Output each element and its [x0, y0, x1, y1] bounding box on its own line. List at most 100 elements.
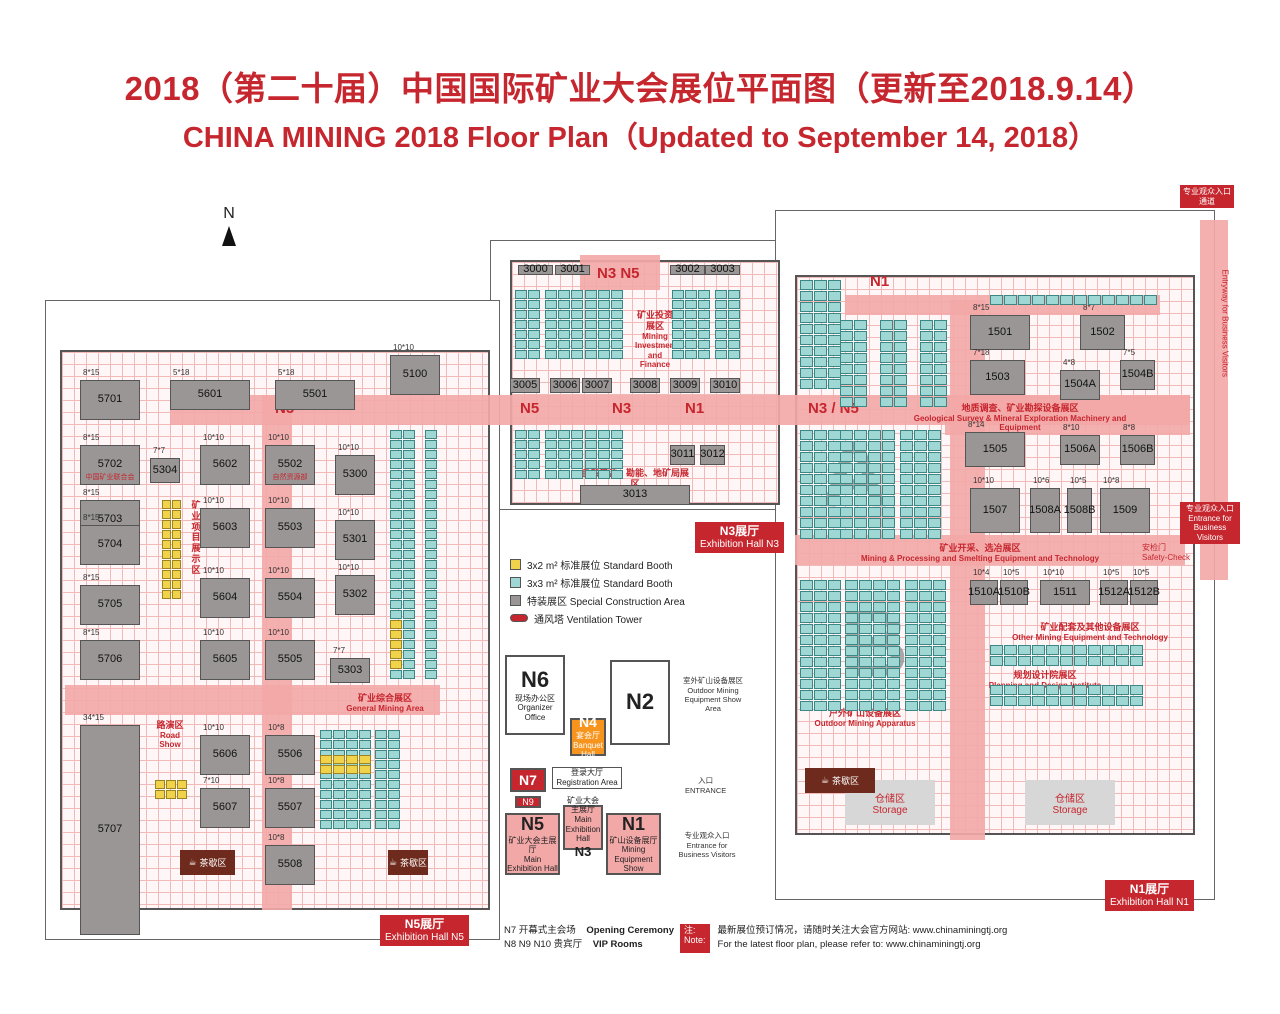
- standard-booth[interactable]: [928, 441, 941, 451]
- standard-booth[interactable]: [882, 430, 895, 440]
- standard-booth[interactable]: [840, 430, 853, 440]
- standard-booth[interactable]: [375, 770, 387, 779]
- standard-booth[interactable]: [425, 550, 437, 559]
- standard-booth[interactable]: [854, 518, 867, 528]
- standard-booth[interactable]: [1004, 295, 1017, 305]
- standard-booth[interactable]: [685, 290, 697, 299]
- standard-booth[interactable]: [859, 602, 872, 612]
- booth-3006[interactable]: 3006: [550, 378, 580, 393]
- standard-booth[interactable]: [990, 685, 1003, 695]
- standard-booth[interactable]: [900, 485, 913, 495]
- standard-booth[interactable]: [814, 324, 827, 334]
- standard-booth[interactable]: [390, 630, 402, 639]
- standard-booth[interactable]: [1004, 685, 1017, 695]
- standard-booth[interactable]: [346, 740, 358, 749]
- standard-booth[interactable]: [403, 450, 415, 459]
- standard-booth[interactable]: [390, 620, 402, 629]
- standard-booth[interactable]: [425, 580, 437, 589]
- standard-booth[interactable]: [333, 755, 345, 764]
- standard-booth[interactable]: [814, 518, 827, 528]
- standard-booth[interactable]: [390, 570, 402, 579]
- standard-booth[interactable]: [840, 463, 853, 473]
- standard-booth[interactable]: [388, 780, 400, 789]
- standard-booth[interactable]: [598, 350, 610, 359]
- standard-booth[interactable]: [346, 790, 358, 799]
- standard-booth[interactable]: [887, 624, 900, 634]
- standard-booth[interactable]: [868, 452, 881, 462]
- booth-3002[interactable]: 3002: [670, 264, 705, 275]
- standard-booth[interactable]: [905, 624, 918, 634]
- standard-booth[interactable]: [390, 480, 402, 489]
- standard-booth[interactable]: [928, 485, 941, 495]
- standard-booth[interactable]: [571, 430, 583, 439]
- standard-booth[interactable]: [900, 507, 913, 517]
- standard-booth[interactable]: [320, 800, 332, 809]
- standard-booth[interactable]: [320, 765, 332, 774]
- standard-booth[interactable]: [880, 364, 893, 374]
- standard-booth[interactable]: [1074, 645, 1087, 655]
- standard-booth[interactable]: [375, 740, 387, 749]
- standard-booth[interactable]: [854, 463, 867, 473]
- standard-booth[interactable]: [920, 397, 933, 407]
- standard-booth[interactable]: [800, 580, 813, 590]
- standard-booth[interactable]: [585, 300, 597, 309]
- standard-booth[interactable]: [880, 386, 893, 396]
- standard-booth[interactable]: [172, 550, 181, 559]
- standard-booth[interactable]: [814, 646, 827, 656]
- standard-booth[interactable]: [571, 460, 583, 469]
- standard-booth[interactable]: [359, 800, 371, 809]
- standard-booth[interactable]: [672, 320, 684, 329]
- standard-booth[interactable]: [905, 657, 918, 667]
- standard-booth[interactable]: [1116, 656, 1129, 666]
- standard-booth[interactable]: [571, 330, 583, 339]
- standard-booth[interactable]: [1088, 696, 1101, 706]
- standard-booth[interactable]: [919, 701, 932, 711]
- standard-booth[interactable]: [905, 679, 918, 689]
- standard-booth[interactable]: [814, 291, 827, 301]
- standard-booth[interactable]: [390, 640, 402, 649]
- standard-booth[interactable]: [390, 510, 402, 519]
- booth-3009[interactable]: 3009: [670, 378, 700, 393]
- standard-booth[interactable]: [425, 440, 437, 449]
- standard-booth[interactable]: [800, 529, 813, 539]
- standard-booth[interactable]: [359, 780, 371, 789]
- standard-booth[interactable]: [545, 290, 557, 299]
- standard-booth[interactable]: [403, 520, 415, 529]
- standard-booth[interactable]: [390, 580, 402, 589]
- standard-booth[interactable]: [882, 452, 895, 462]
- standard-booth[interactable]: [425, 520, 437, 529]
- standard-booth[interactable]: [359, 790, 371, 799]
- standard-booth[interactable]: [172, 530, 181, 539]
- standard-booth[interactable]: [868, 485, 881, 495]
- standard-booth[interactable]: [928, 507, 941, 517]
- standard-booth[interactable]: [880, 331, 893, 341]
- standard-booth[interactable]: [1018, 696, 1031, 706]
- standard-booth[interactable]: [611, 430, 623, 439]
- standard-booth[interactable]: [814, 379, 827, 389]
- standard-booth[interactable]: [868, 430, 881, 440]
- standard-booth[interactable]: [390, 440, 402, 449]
- standard-booth[interactable]: [840, 496, 853, 506]
- standard-booth[interactable]: [359, 740, 371, 749]
- standard-booth[interactable]: [894, 331, 907, 341]
- standard-booth[interactable]: [728, 320, 740, 329]
- standard-booth[interactable]: [828, 701, 841, 711]
- standard-booth[interactable]: [162, 550, 171, 559]
- standard-booth[interactable]: [375, 800, 387, 809]
- standard-booth[interactable]: [375, 780, 387, 789]
- standard-booth[interactable]: [800, 346, 813, 356]
- standard-booth[interactable]: [854, 441, 867, 451]
- standard-booth[interactable]: [528, 290, 540, 299]
- standard-booth[interactable]: [585, 460, 597, 469]
- standard-booth[interactable]: [800, 430, 813, 440]
- standard-booth[interactable]: [859, 613, 872, 623]
- standard-booth[interactable]: [900, 529, 913, 539]
- standard-booth[interactable]: [515, 440, 527, 449]
- standard-booth[interactable]: [611, 350, 623, 359]
- standard-booth[interactable]: [333, 765, 345, 774]
